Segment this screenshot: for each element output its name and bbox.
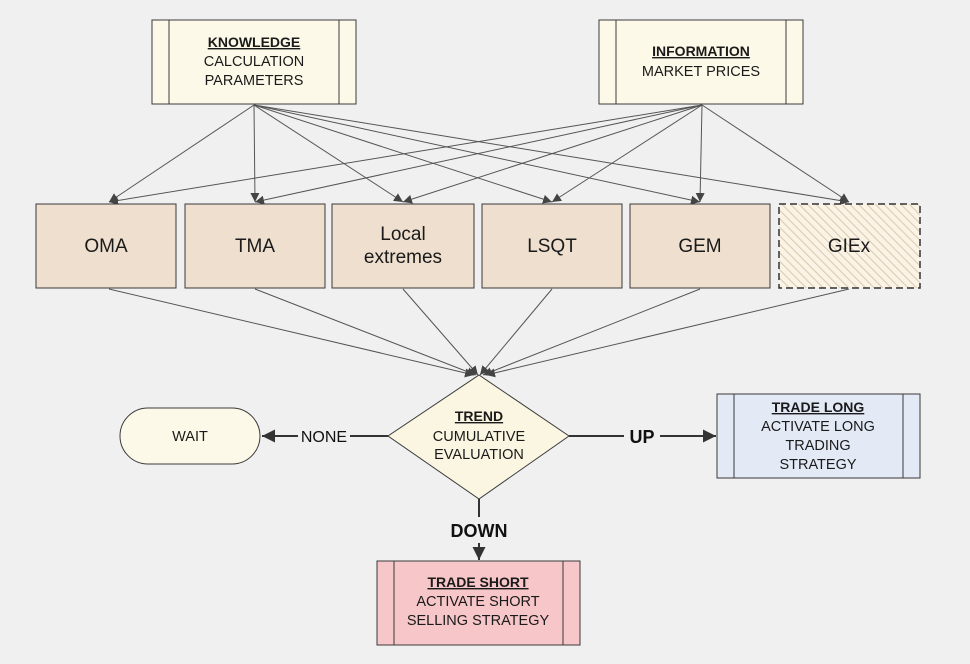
method-label-gem: GEM bbox=[678, 236, 721, 257]
trade-short-line-1: ACTIVATE SHORT bbox=[416, 594, 539, 610]
method-label-tma: TMA bbox=[235, 236, 275, 257]
edge-label-none: NONE bbox=[298, 426, 350, 446]
wait-label: WAIT bbox=[172, 429, 208, 445]
method-label-oma: OMA bbox=[84, 236, 128, 257]
wait-terminator: WAIT bbox=[119, 407, 261, 465]
edge-gem-trend bbox=[482, 288, 701, 376]
knowledge-line-1: CALCULATION bbox=[204, 54, 304, 70]
edge-information-tma bbox=[254, 104, 703, 205]
edge-label-up-text: UP bbox=[629, 427, 654, 447]
trend-line-1: CUMULATIVE bbox=[433, 429, 526, 445]
edge-local-extremes-trend bbox=[402, 288, 479, 376]
edge-knowledge-local-extremes bbox=[253, 104, 404, 203]
information-title: INFORMATION bbox=[652, 43, 750, 59]
information-box: INFORMATION MARKET PRICES bbox=[598, 19, 804, 105]
edge-lsqt-trend bbox=[479, 288, 553, 376]
method-box-giex: GIEx bbox=[778, 203, 921, 289]
trade-short-line-2: SELLING STRATEGY bbox=[407, 613, 550, 629]
edge-information-oma bbox=[108, 104, 703, 205]
information-connectors bbox=[108, 104, 850, 205]
edge-knowledge-oma bbox=[108, 104, 255, 203]
method-box-tma: TMA bbox=[184, 203, 326, 289]
knowledge-line-2: PARAMETERS bbox=[205, 73, 304, 89]
edge-tma-trend bbox=[254, 288, 477, 376]
trade-long-box: TRADE LONG ACTIVATE LONG TRADING STRATEG… bbox=[716, 393, 921, 479]
edge-information-gem bbox=[695, 104, 705, 203]
trade-long-line-2: TRADING bbox=[785, 438, 850, 454]
method-label-local-extremes-line-1: Local bbox=[380, 224, 425, 245]
trade-long-line-1: ACTIVATE LONG bbox=[761, 419, 875, 435]
edge-label-down: DOWN bbox=[440, 517, 518, 543]
method-label-giex: GIEx bbox=[828, 236, 871, 257]
trade-long-title: TRADE LONG bbox=[772, 399, 865, 415]
information-line-1: MARKET PRICES bbox=[642, 64, 760, 80]
method-to-trend-connectors bbox=[108, 288, 850, 378]
edge-information-local-extremes bbox=[402, 104, 703, 204]
trade-short-title: TRADE SHORT bbox=[427, 574, 529, 590]
method-box-oma: OMA bbox=[35, 203, 177, 289]
edge-label-none-text: NONE bbox=[301, 429, 347, 446]
edge-label-down-text: DOWN bbox=[451, 521, 508, 541]
method-label-local-extremes-line-2: extremes bbox=[364, 247, 442, 268]
edge-oma-trend bbox=[108, 288, 475, 378]
method-box-local-extremes: Local extremes bbox=[331, 203, 475, 289]
trade-long-line-3: STRATEGY bbox=[779, 457, 856, 473]
method-box-gem: GEM bbox=[629, 203, 771, 289]
trend-line-2: EVALUATION bbox=[434, 447, 524, 463]
edge-knowledge-tma bbox=[250, 104, 260, 203]
trend-decision-diamond: TREND CUMULATIVE EVALUATION bbox=[387, 374, 570, 500]
knowledge-box: KNOWLEDGE CALCULATION PARAMETERS bbox=[151, 19, 357, 105]
trend-title: TREND bbox=[455, 408, 503, 424]
method-box-lsqt: LSQT bbox=[481, 203, 623, 289]
edge-label-up: UP bbox=[624, 424, 660, 448]
method-label-lsqt: LSQT bbox=[527, 236, 577, 257]
trade-short-box: TRADE SHORT ACTIVATE SHORT SELLING STRAT… bbox=[376, 560, 581, 646]
edge-giex-trend bbox=[485, 288, 850, 378]
edge-information-lsqt bbox=[551, 104, 703, 203]
knowledge-title: KNOWLEDGE bbox=[208, 34, 301, 50]
edge-information-giex bbox=[701, 104, 850, 203]
